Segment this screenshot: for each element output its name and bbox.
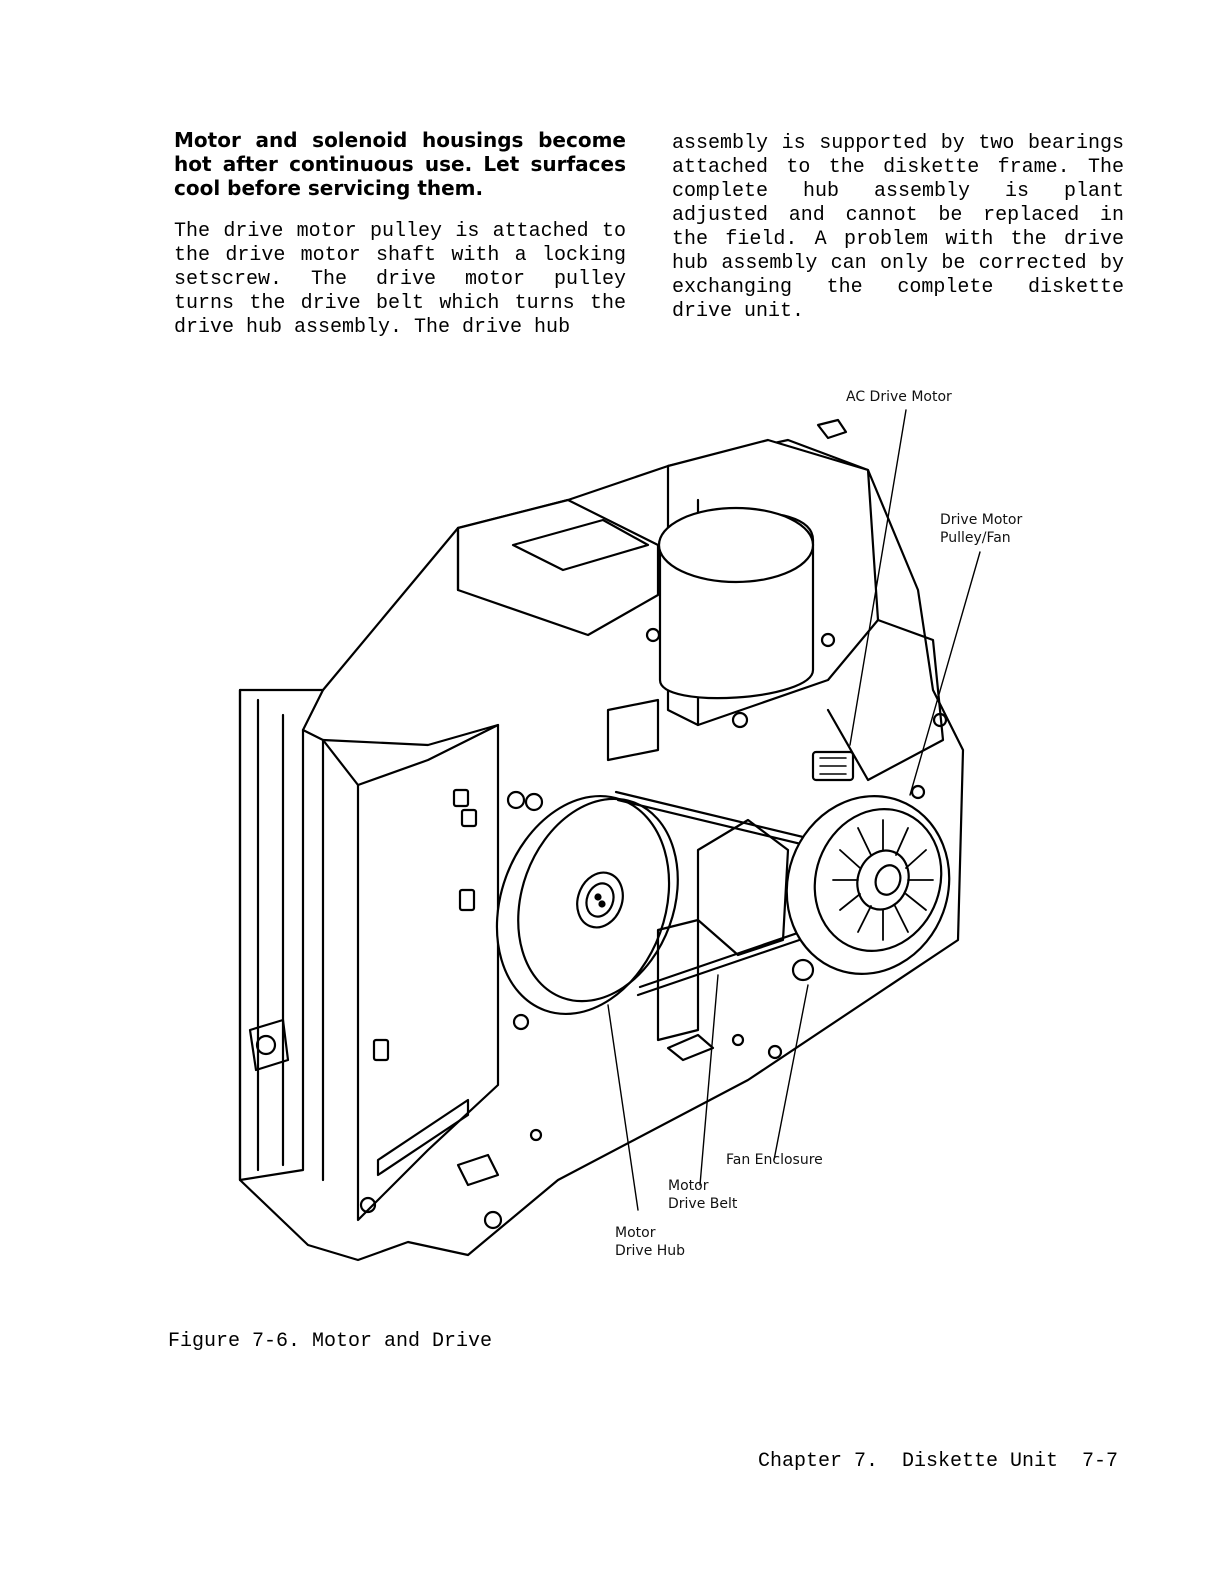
figure-caption: Figure 7-6. Motor and Drive xyxy=(168,1330,493,1353)
label-drive-motor-pulley-fan: Drive Motor Pulley/Fan xyxy=(940,511,1022,547)
label-belt-line1: Motor xyxy=(668,1178,709,1194)
label-motor-drive-hub: Motor Drive Hub xyxy=(615,1224,685,1260)
right-column: assembly is supported by two bearings at… xyxy=(672,128,1124,324)
label-ac-drive-motor-text: AC Drive Motor xyxy=(846,389,952,405)
label-ac-drive-motor: AC Drive Motor xyxy=(846,388,952,406)
label-belt-line2: Drive Belt xyxy=(668,1196,738,1212)
label-motor-drive-belt: Motor Drive Belt xyxy=(668,1177,737,1213)
label-fan-enclosure-text: Fan Enclosure xyxy=(726,1152,823,1168)
label-hub-line2: Drive Hub xyxy=(615,1243,686,1259)
left-column: Motor and solenoid housings become hot a… xyxy=(174,128,626,340)
left-side-wall xyxy=(238,688,325,1182)
motor-drive-illustration xyxy=(238,409,981,1262)
motor-drive-figure: AC Drive Motor Drive Motor Pulley/Fan Fa… xyxy=(228,380,1108,1280)
label-pulley-line1: Drive Motor xyxy=(940,512,1023,528)
warning-notice: Motor and solenoid housings become hot a… xyxy=(174,128,626,200)
drive-motor-pulley-fan xyxy=(785,795,951,975)
right-paragraph: assembly is supported by two bearings at… xyxy=(672,132,1124,323)
label-pulley-line2: Pulley/Fan xyxy=(940,530,1011,546)
drive-hub xyxy=(495,794,679,1016)
label-hub-line1: Motor xyxy=(615,1225,656,1241)
label-fan-enclosure: Fan Enclosure xyxy=(726,1151,823,1169)
leader-lines xyxy=(607,409,981,1211)
left-paragraph: The drive motor pulley is attached to th… xyxy=(174,220,626,339)
page-footer: Chapter 7. Diskette Unit 7-7 xyxy=(757,1450,1118,1473)
